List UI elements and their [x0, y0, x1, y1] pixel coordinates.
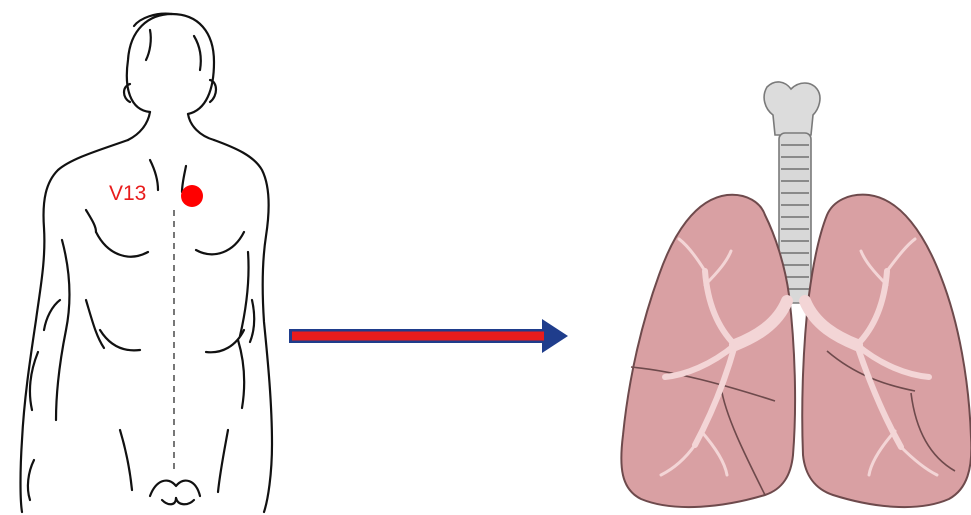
- back-body-figure: [0, 0, 300, 515]
- left-lung: [621, 195, 795, 507]
- direction-arrow: [286, 316, 576, 356]
- lungs-illustration: [615, 75, 971, 515]
- acupoint-label: V13: [109, 183, 146, 204]
- acupoint-dot: [181, 185, 203, 207]
